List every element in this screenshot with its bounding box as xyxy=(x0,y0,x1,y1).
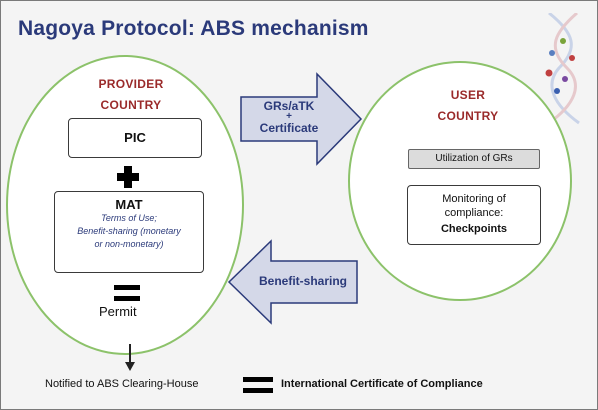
pic-box: PIC xyxy=(68,118,202,158)
mat-terms: Terms of Use; xyxy=(101,213,157,223)
arrow-down-icon xyxy=(125,344,135,372)
permit-label: Permit xyxy=(99,304,137,319)
user-heading-line2: COUNTRY xyxy=(437,109,499,123)
page-title: Nagoya Protocol: ABS mechanism xyxy=(18,17,369,40)
mat-title: MAT xyxy=(115,197,143,212)
dna-helix-icon xyxy=(545,13,580,125)
benefit-sharing-arrow-label: Benefit-sharing xyxy=(258,274,347,288)
gr-atk-label: GRs/aTK xyxy=(263,99,315,113)
benefit-sharing-arrow xyxy=(227,239,358,325)
user-country-circle xyxy=(348,61,572,301)
monitoring-line2: compliance: xyxy=(444,207,504,219)
clearing-house-note: Notified to ABS Clearing-House xyxy=(45,378,199,390)
equals-icon-footer xyxy=(243,377,273,393)
gr-certificate-arrow xyxy=(240,72,363,166)
monitoring-line1: Monitoring of xyxy=(442,193,506,205)
plus-icon xyxy=(117,166,139,188)
utilization-box: Utilization of GRs xyxy=(408,149,540,169)
mat-box: MAT Terms of Use; Benefit-sharing (monet… xyxy=(54,191,204,273)
provider-heading-line1: PROVIDER xyxy=(98,77,164,91)
plus-sign-label: + xyxy=(286,111,292,122)
gr-certificate-arrow-label: GRs/aTK + Certificate xyxy=(249,99,329,135)
provider-country-heading: PROVIDER COUNTRY xyxy=(71,74,191,116)
certificate-of-compliance: International Certificate of Compliance xyxy=(281,378,483,390)
user-country-heading: USER COUNTRY xyxy=(408,85,528,127)
mat-benefit-line2: or non-monetary) xyxy=(94,239,164,249)
mat-benefit-line1: Benefit-sharing (monetary xyxy=(77,226,181,236)
checkpoints-label: Checkpoints xyxy=(440,223,507,235)
provider-heading-line2: COUNTRY xyxy=(100,98,162,112)
user-heading-line1: USER xyxy=(450,88,486,102)
equals-icon xyxy=(114,285,140,301)
certificate-label: Certificate xyxy=(259,121,319,135)
monitoring-box: Monitoring of compliance: Checkpoints xyxy=(407,185,541,245)
